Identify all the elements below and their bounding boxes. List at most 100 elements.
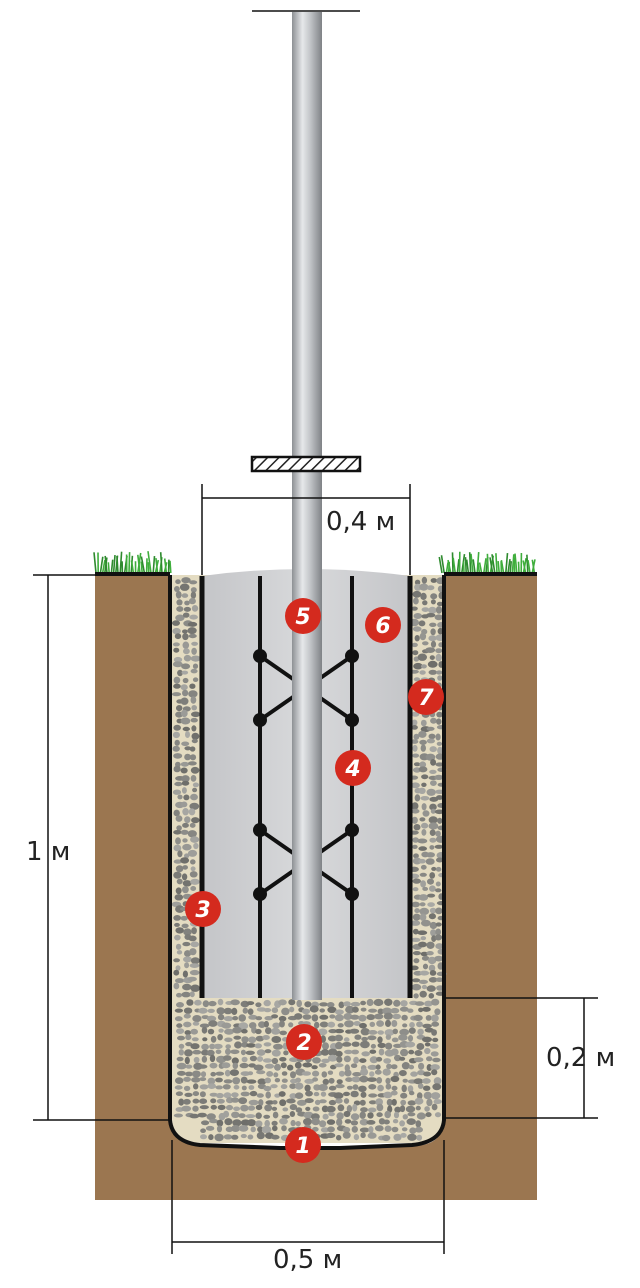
pebble (234, 1041, 242, 1049)
pebble (290, 1119, 296, 1127)
pebble (421, 803, 427, 811)
grass-left (93, 551, 172, 574)
pebble (345, 1005, 355, 1014)
pebble (224, 1118, 233, 1126)
pebble (257, 1078, 267, 1085)
pebble (351, 1076, 361, 1083)
pebble (390, 1064, 398, 1070)
pebble (419, 761, 427, 768)
pebble (368, 1008, 378, 1013)
marker-7: 7 (408, 679, 444, 715)
pebble (382, 1068, 391, 1076)
pebble (216, 1098, 225, 1104)
pebble (173, 915, 182, 921)
pebble (193, 842, 199, 850)
pebble (429, 1043, 439, 1049)
pebble (430, 1092, 441, 1100)
marker-1-label: 1 (295, 1134, 310, 1159)
pebble (318, 1063, 327, 1068)
grass-blade (497, 561, 500, 574)
pebble (238, 1014, 246, 1022)
pebble (191, 817, 200, 824)
grass-blade (99, 556, 104, 574)
pebble (256, 1056, 264, 1062)
pebble (240, 1091, 250, 1097)
pebble (326, 1132, 336, 1139)
pebble (192, 1015, 202, 1023)
pebble (328, 1077, 335, 1084)
depth-label: 1 м (26, 837, 70, 867)
pebble (304, 1098, 314, 1104)
pebble (173, 683, 181, 689)
pebble (414, 1001, 425, 1006)
pebble (175, 815, 183, 822)
pebble (231, 1057, 239, 1065)
pebble (295, 1121, 301, 1127)
pebble (201, 1043, 210, 1051)
pebble (431, 998, 440, 1006)
pebble (185, 1064, 193, 1069)
grass-blade (507, 558, 511, 574)
pebble (390, 1075, 400, 1083)
pebble (435, 888, 442, 893)
pebble (302, 1014, 312, 1020)
pebble (411, 642, 418, 648)
pebble (279, 1057, 287, 1062)
pebble (178, 1043, 185, 1049)
pebble (407, 1008, 414, 1013)
pebble (327, 1054, 338, 1062)
pebble (206, 1015, 217, 1022)
pebble (250, 1126, 256, 1133)
pebble (176, 1062, 187, 1070)
pebble (421, 782, 427, 787)
pebble (431, 1014, 439, 1022)
pebble (407, 1112, 416, 1117)
pebble (265, 1091, 272, 1099)
pebble (423, 1091, 432, 1100)
pebble (183, 1085, 191, 1091)
marker-2: 2 (286, 1024, 322, 1060)
pebble (271, 1120, 278, 1126)
pebble (434, 844, 444, 849)
pebble (342, 1131, 351, 1139)
pebble (335, 1041, 343, 1050)
pebble (190, 941, 200, 948)
pebble (182, 886, 189, 894)
pebble (414, 579, 421, 586)
pebble (325, 1105, 336, 1113)
pebble (184, 853, 190, 859)
pebble (381, 1134, 391, 1142)
pebble (351, 1041, 360, 1047)
pebble (189, 948, 197, 956)
pebble (322, 1113, 329, 1120)
pebble (183, 1007, 193, 1014)
pebble (420, 796, 430, 801)
pebble (384, 1110, 392, 1119)
top-width-label: 0,4 м (326, 507, 395, 537)
pebble (264, 1016, 274, 1021)
pebble (413, 853, 419, 859)
pebble (176, 599, 183, 606)
pebble (231, 1134, 239, 1140)
pebble (419, 970, 430, 976)
pebble (385, 1083, 392, 1090)
pebble (366, 1077, 377, 1082)
grass-blade (486, 553, 489, 574)
pebble (238, 1097, 248, 1105)
pebble (190, 655, 201, 662)
pebble (430, 929, 437, 937)
pebble (281, 1114, 290, 1119)
pebble (190, 775, 197, 782)
pebble (198, 1007, 208, 1014)
pebble (286, 1098, 296, 1104)
pebble (271, 1014, 279, 1019)
pebble (366, 998, 374, 1007)
pebble (391, 1098, 397, 1106)
pebble (182, 880, 192, 887)
pebble (343, 1013, 353, 1020)
pebble (413, 762, 421, 767)
pebble (412, 590, 422, 598)
grass-blade (110, 559, 114, 574)
pebble (420, 592, 427, 601)
